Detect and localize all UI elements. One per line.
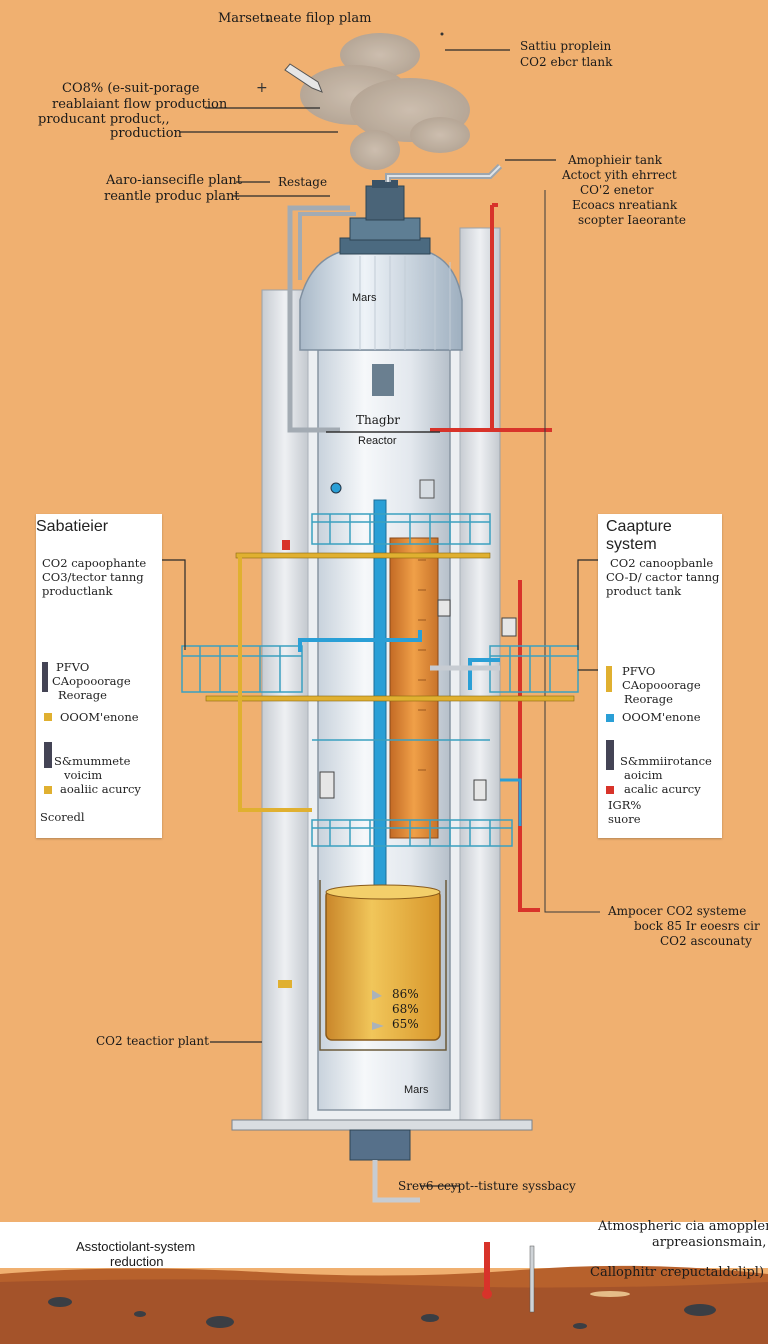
ground-right-3: Callophitr crepuctaldclipl) [590, 1265, 765, 1280]
label-atmos-1: Amophieir tank [568, 153, 662, 167]
right-legend-4: acalic acurcy [624, 782, 701, 796]
left-panel-line-2: CO3/tector tanng [42, 570, 144, 584]
legend-swatch-red [606, 786, 614, 794]
label-atmos-2: Actoct yith ehrrect [562, 168, 677, 182]
right-legend-1a: PFVO [622, 664, 656, 678]
left-legend-3a: S&mummete [54, 754, 131, 768]
ground-right-2: arpreasionsmain, [652, 1235, 767, 1250]
right-legend-2: OOOM'enone [622, 710, 701, 724]
left-legend-2: OOOM'enone [60, 710, 139, 724]
ground-left-2: reduction [110, 1254, 164, 1269]
left-panel-title: Sabatieier [36, 518, 109, 535]
right-panel-title: Caapture system [606, 518, 672, 553]
left-legend-1b: CAopooorage [52, 674, 131, 688]
probe-icon [42, 662, 48, 692]
gauge-icon [44, 742, 52, 768]
label-producant: producant product,, [38, 112, 170, 127]
readout-1: 86% [392, 987, 419, 1001]
label-satt: Sattiu proplein [520, 39, 612, 53]
reactor-base-label: Mars [404, 1084, 429, 1096]
label-reantle: reantle produc plant [104, 189, 240, 204]
legend-swatch-blue [606, 714, 614, 722]
left-panel-line-1: CO2 capoophante [42, 556, 147, 570]
right-panel-line-3: product tank [606, 584, 682, 598]
left-legend-1c: Reorage [58, 688, 107, 702]
reactor-cap-label: Mars [352, 292, 377, 304]
reactor-label-2: Reactor [358, 435, 397, 447]
label-atmos-5: scopter Iaeorante [578, 213, 687, 227]
right-legend-1c: Reorage [624, 692, 673, 706]
legend-swatch-yellow-2 [44, 786, 52, 794]
right-legend-3a: S&mmiirotance [620, 754, 712, 768]
arrow-icon [284, 63, 323, 93]
right-info-panel: Caapture system CO2 canoopbanle CO-D/ ca… [598, 514, 722, 838]
label-atmos-3: CO'2 enetor [580, 183, 654, 197]
label-amp-2: bock 85 Ir eoesrs cir [634, 919, 760, 933]
mars-ground [0, 1222, 768, 1344]
right-panel-line-2: CO-D/ cactor tanng [606, 570, 720, 584]
label-amp-1: Ampocer CO2 systeme [608, 904, 747, 918]
label-co8: CO8% (e-suit-porage [62, 81, 200, 96]
legend-swatch-yellow [44, 713, 52, 721]
readout-2: 68% [392, 1002, 419, 1016]
label-reablaiant: reablaiant flow production [52, 97, 228, 112]
left-legend-4: aoaliic acurcy [60, 782, 141, 796]
left-info-panel: Sabatieier CO2 capoophante CO3/tector ta… [36, 514, 162, 838]
ground-left-1: Asstoctiolant-system [76, 1239, 196, 1254]
right-legend-1b: CAopooorage [622, 678, 701, 692]
label-production: production [110, 126, 182, 141]
label-reactor-plant: CO2 teactior plant [96, 1034, 209, 1048]
ground-right-1: Atmospheric cia amopplerici [598, 1219, 768, 1234]
label-amp-3: CO2 ascounaty [660, 934, 752, 948]
label-atmos-4: Ecoacs nreatiank [572, 198, 678, 212]
probe-icon-right [606, 666, 612, 692]
right-panel-footer-2: suore [608, 812, 641, 826]
right-panel-line-1: CO2 canoopbanle [610, 556, 714, 570]
label-restage: Restage [278, 175, 328, 189]
reactor-label-1: Thagbr [356, 413, 400, 427]
top-title: Marsetneate filop plam [218, 11, 372, 26]
plus-icon: + [256, 80, 268, 96]
left-panel-line-3: productlank [42, 584, 113, 598]
left-panel-footer: Scoredl [40, 810, 85, 824]
label-aaro: Aaro-iansecifle plant [106, 173, 242, 188]
right-legend-3b: aoicim [624, 768, 663, 782]
readout-3: 65% [392, 1017, 419, 1031]
right-panel-footer-1: IGR% [608, 798, 642, 812]
left-legend-3b: voicim [64, 768, 103, 782]
label-capture-bottom: Srev6 ccypt--tisture syssbacy [398, 1179, 576, 1193]
left-legend-1a: PFVO [56, 660, 90, 674]
steam-cloud-icon [300, 33, 470, 170]
label-co2-tank: CO2 ebcr tlank [520, 55, 613, 69]
gauge-icon-right [606, 740, 614, 770]
